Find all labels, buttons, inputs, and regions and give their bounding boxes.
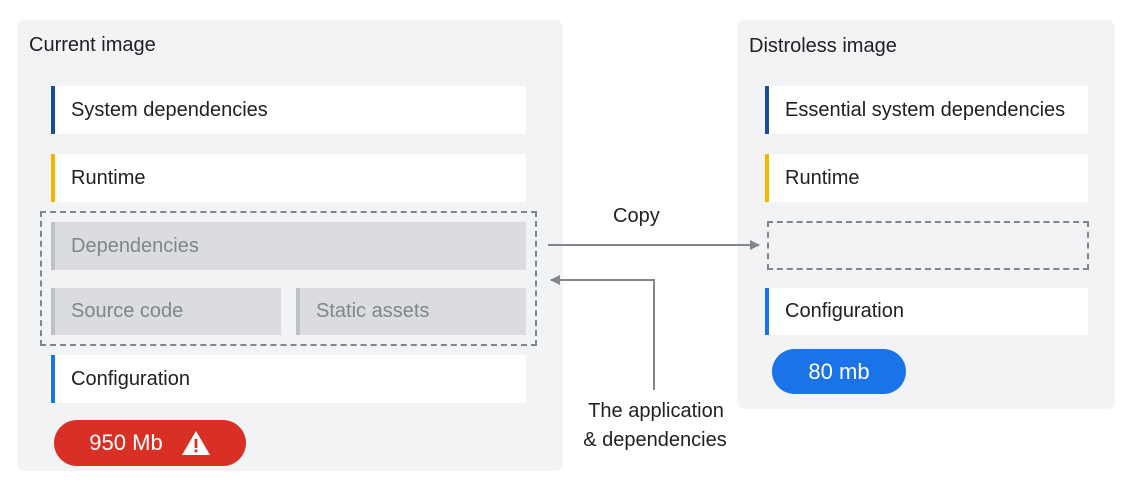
distroless-size-badge: 80 mb [772,349,906,394]
configuration-layer: Configuration [51,355,526,403]
distroless-configuration-layer: Configuration [765,288,1088,335]
static-assets-layer: Static assets [296,288,526,335]
distroless-image-title: Distroless image [749,35,897,57]
copy-target-slot [767,221,1089,270]
distroless-image-panel [737,20,1115,409]
current-size-badge: 950 Mb [54,420,246,466]
application-group-box [40,211,537,346]
application-label-line1: The application [588,400,724,422]
copy-label: Copy [613,205,660,227]
current-size-label: 950 Mb [89,430,163,455]
application-arrow [550,275,655,390]
current-image-title: Current image [29,34,156,56]
distroless-runtime-layer: Runtime [765,154,1088,202]
distroless-size-label: 80 mb [808,358,870,384]
essential-system-dependencies-layer: Essential system dependencies [765,86,1088,134]
dependencies-layer: Dependencies [51,222,526,270]
system-dependencies-layer: System dependencies [51,86,526,134]
application-label-line2: & dependencies [583,429,727,451]
runtime-layer: Runtime [51,154,526,202]
source-code-layer: Source code [51,288,281,335]
warning-icon [181,431,210,455]
